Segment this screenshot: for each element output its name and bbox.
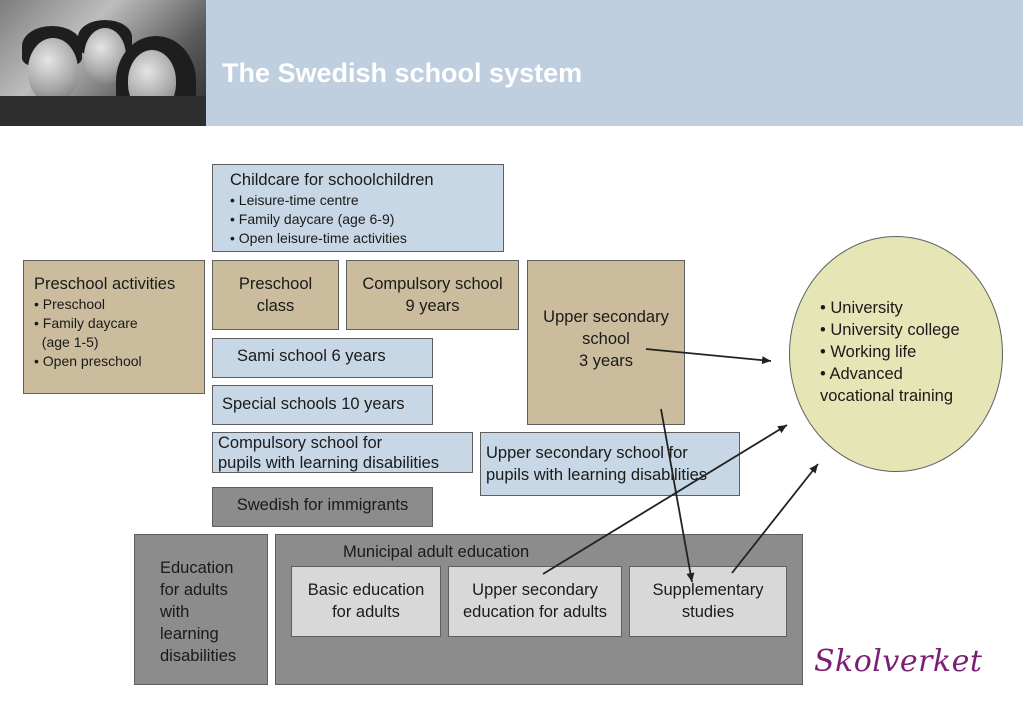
arrow-supplementary-to-outcomes (731, 463, 819, 574)
childcare-item-family-daycare: • Family daycare (age 6-9) (230, 211, 395, 227)
page-title: The Swedish school system (222, 58, 583, 88)
header-banner: The Swedish school system (0, 0, 1023, 126)
childcare-item-open-leisure: • Open leisure-time activities (230, 230, 407, 246)
compulsory-school-box: Compulsory school 9 years (346, 260, 519, 330)
photo-clothes (0, 96, 206, 126)
outcome-working-life: • Working life (820, 343, 917, 361)
students-photo (0, 0, 206, 126)
upper-secondary-label: Upper secondary school 3 years (543, 308, 669, 370)
preschool-item-open-preschool: • Open preschool (34, 353, 142, 369)
preschool-item-family-daycare: • Family daycare (34, 315, 138, 331)
preschool-class-box: Preschool class (212, 260, 339, 330)
childcare-box: Childcare for schoolchildren • Leisure-t… (212, 164, 504, 252)
outcome-university-college: • University college (820, 321, 960, 339)
arrow-upper-secondary-to-outcomes (645, 348, 772, 365)
compulsory-school-label: Compulsory school 9 years (362, 275, 503, 315)
sfi-box: Swedish for immigrants (212, 487, 433, 527)
preschool-item-age: (age 1-5) (34, 334, 99, 350)
adults-ld-box: Education for adults with learning disab… (134, 534, 268, 685)
arrow-upper-secondary-to-supplementary (660, 408, 695, 583)
compulsory-ld-label: Compulsory school for pupils with learni… (218, 434, 440, 472)
adults-ld-label: Education for adults with learning disab… (160, 559, 237, 665)
upper-secondary-adults-box: Upper secondary education for adults (448, 566, 622, 637)
preschool-class-label: Preschool class (238, 275, 313, 315)
special-schools-label: Special schools 10 years (222, 395, 405, 413)
photo-face-left (28, 38, 78, 102)
skolverket-logo: Skolverket (814, 644, 983, 679)
preschool-item-preschool: • Preschool (34, 296, 106, 312)
upper-secondary-box: Upper secondary school 3 years (527, 260, 685, 425)
compulsory-ld-box: Compulsory school for pupils with learni… (212, 432, 473, 473)
sami-school-box: Sami school 6 years (212, 338, 433, 378)
special-schools-box: Special schools 10 years (212, 385, 433, 425)
upper-secondary-ld-label: Upper secondary school for pupils with l… (486, 444, 708, 484)
outcomes-list: • University • University college • Work… (820, 297, 1000, 407)
preschool-activities-box: Preschool activities • Preschool • Famil… (23, 260, 205, 394)
outcomes-oval (789, 236, 1003, 472)
childcare-heading: Childcare for schoolchildren (230, 171, 434, 189)
municipal-adult-title: Municipal adult education (343, 543, 530, 561)
basic-education-label: Basic education for adults (307, 581, 425, 621)
upper-secondary-adults-label: Upper secondary education for adults (462, 581, 607, 621)
supplementary-studies-box: Supplementary studies (629, 566, 787, 637)
upper-secondary-ld-box: Upper secondary school for pupils with l… (480, 432, 740, 496)
outcome-vocational-training: • Advanced vocational training (820, 365, 953, 405)
preschool-activities-heading: Preschool activities (34, 275, 176, 293)
arrow-adult-upper-secondary-to-outcomes (542, 424, 788, 575)
childcare-item-leisure: • Leisure-time centre (230, 192, 359, 208)
basic-education-box: Basic education for adults (291, 566, 441, 637)
outcome-university: • University (820, 299, 903, 317)
sami-school-label: Sami school 6 years (237, 347, 386, 365)
sfi-label: Swedish for immigrants (236, 496, 409, 514)
supplementary-studies-label: Supplementary studies (652, 581, 764, 621)
